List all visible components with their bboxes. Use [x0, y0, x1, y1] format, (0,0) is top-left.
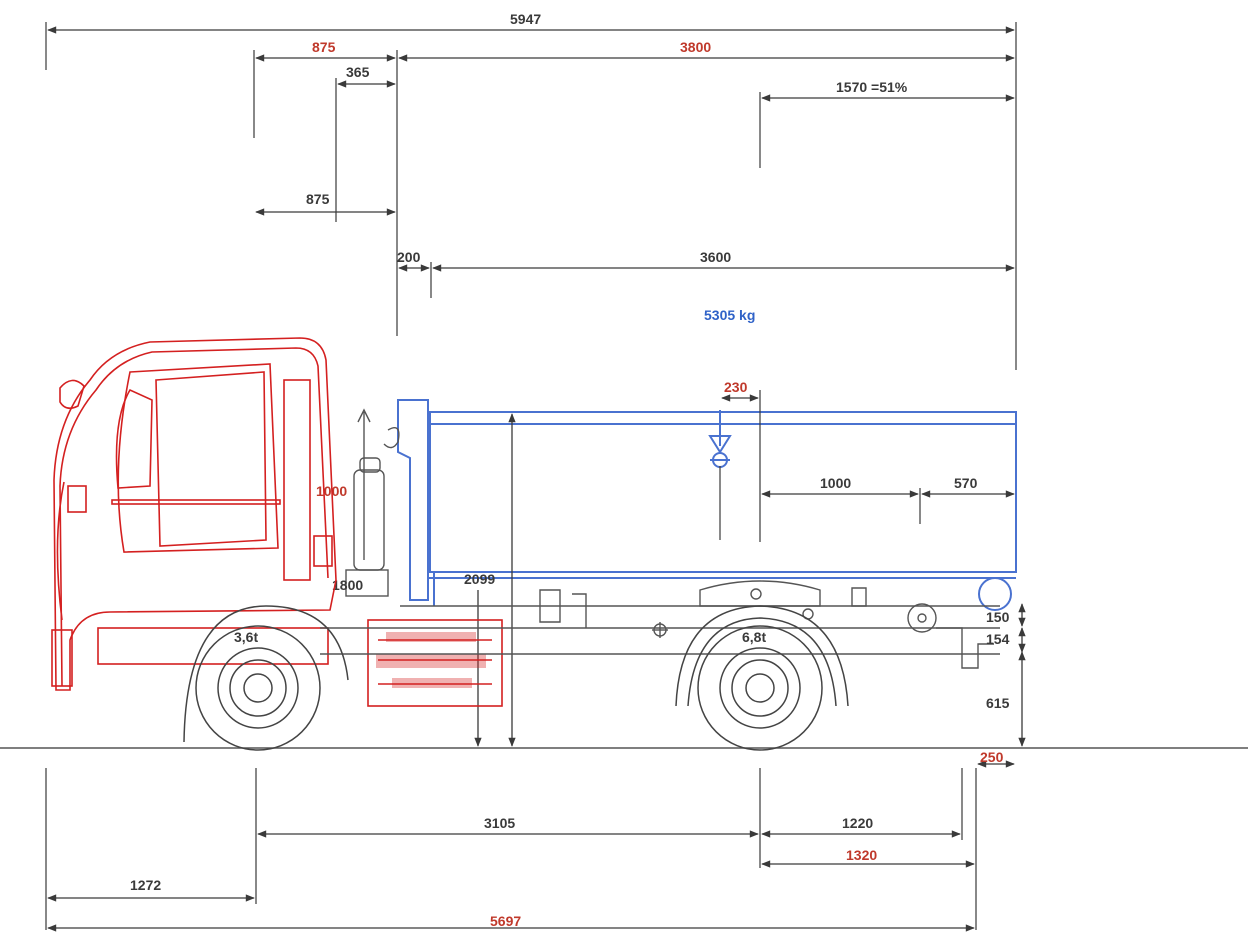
dim-wheelbase: 3105: [484, 815, 515, 831]
top-dimensions: 5947 875 3800 365 1570 =51% 875 200 3600…: [45, 11, 1017, 370]
crane-low-label: 1800: [332, 577, 363, 593]
dim-rear-axle-1320: 1320: [846, 847, 877, 863]
front-axle-load: 3,6t: [234, 629, 258, 645]
dim-frame-154: 154: [986, 631, 1010, 647]
dim-cab-to-body: 875: [312, 39, 336, 55]
dim-gap-365: 365: [346, 64, 370, 80]
front-wheel: [183, 605, 349, 751]
dim-inner-875: 875: [306, 191, 330, 207]
dim-overall-length: 5947: [510, 11, 541, 27]
side-box: [367, 619, 503, 707]
dim-gap-200: 200: [397, 249, 421, 265]
rear-axle-load: 6,8t: [742, 629, 766, 645]
bottom-dimensions: 3105 1220 1320 1272 5697: [45, 768, 977, 932]
rear-dimensions: 150 154 615 250: [977, 603, 1026, 768]
rear-wheel: [675, 605, 849, 751]
payload-label: 5305 kg: [704, 307, 755, 323]
dim-rear-share: 1570 =51%: [836, 79, 908, 95]
dim-front-overhang: 1272: [130, 877, 161, 893]
dim-axle-to-end: 570: [954, 475, 978, 491]
container-body: [397, 399, 1017, 611]
dim-frame-150: 150: [986, 609, 1010, 625]
dim-hitch-height: 615: [986, 695, 1010, 711]
truck-cab: [51, 337, 337, 691]
loader-crane: 1000 1800: [316, 408, 400, 597]
chassis-frame: [320, 580, 1000, 669]
dim-cog-to-axle: 1000: [820, 475, 851, 491]
dim-body-length: 3600: [700, 249, 731, 265]
dim-offset-230: 230: [724, 379, 748, 395]
dim-body-span: 3800: [680, 39, 711, 55]
body-dimensions: 230 1000 570 2099: [464, 379, 1015, 747]
dim-rear-axle-1220: 1220: [842, 815, 873, 831]
dim-rear-overhang-250: 250: [980, 749, 1004, 765]
dim-body-height: 2099: [464, 571, 495, 587]
dim-total-5697: 5697: [490, 913, 521, 929]
